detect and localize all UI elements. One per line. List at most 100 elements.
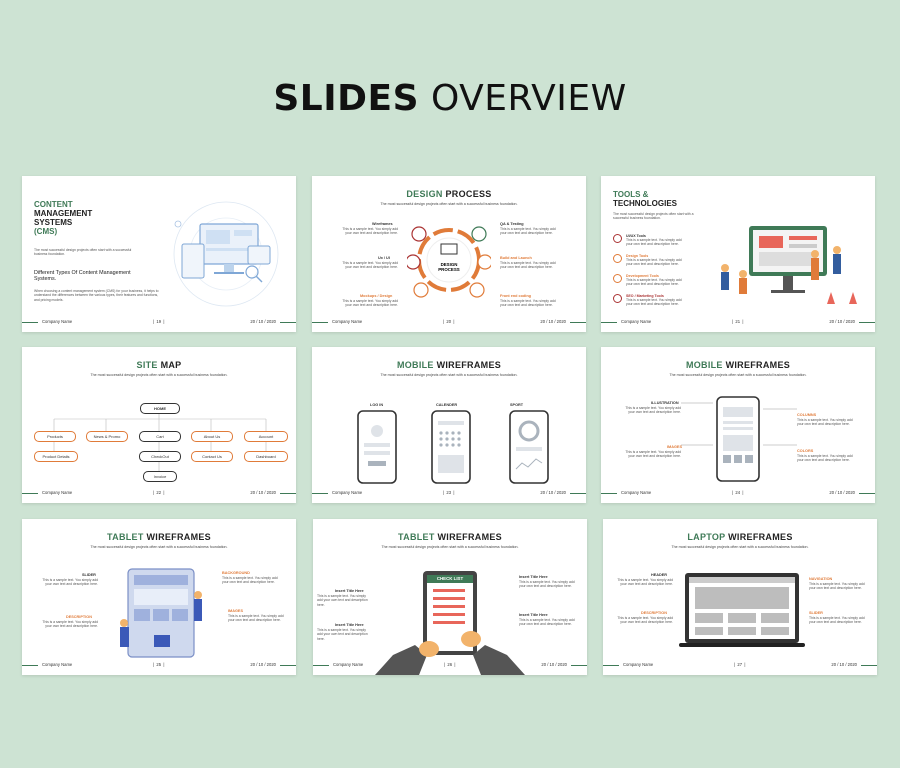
title-line: MANAGEMENT (34, 209, 93, 218)
callout-label: SLIDER (809, 611, 823, 615)
slide-thumbnail-tablet-checklist[interactable]: TABLET WIREFRAMES The most successful de… (313, 519, 587, 675)
callout-label: Insert Title Here (335, 589, 364, 593)
title-line: TECHNOLOGIES (613, 199, 678, 208)
site-map-node: Contact Us (191, 451, 233, 462)
slide-subtitle: The most successful design projects ofte… (613, 212, 694, 221)
footer-date: 20 / 10 / 2020 (831, 662, 857, 667)
callout-text: This is a sample text. You simply add yo… (222, 576, 278, 585)
callout-label: BACKGROUND (222, 571, 250, 575)
callout-label: COLUMNS (797, 413, 817, 417)
slide-thumbnail-tools[interactable]: TOOLS & TECHNOLOGIES The most successful… (601, 176, 875, 332)
page-number: | 21 | (732, 319, 744, 324)
callout-text: This is a sample text. You simply add yo… (617, 616, 673, 625)
slide-footer: Company Name | 27 | 20 / 10 / 2020 (603, 661, 877, 669)
site-map-node: About Us (191, 431, 233, 442)
process-item-text: This is a sample text. You simply add yo… (342, 261, 398, 270)
footer-date: 20 / 10 / 2020 (541, 662, 567, 667)
process-item-text: This is a sample text. You simply add yo… (500, 227, 556, 236)
tool-icon (613, 234, 622, 243)
tool-text: This is a sample text. You simply add yo… (626, 258, 682, 267)
site-map-node: Account (244, 431, 288, 442)
site-map-node: CheckOut (139, 451, 181, 462)
footer-date: 20 / 10 / 2020 (250, 319, 276, 324)
tool-text: This is a sample text. You simply add yo… (626, 278, 682, 287)
site-map-node: Dashboard (244, 451, 288, 462)
slide-subtitle: The most successful design projects ofte… (381, 545, 519, 549)
slide-thumbnail-mobile-wireframes-2[interactable]: MOBILE WIREFRAMES The most successful de… (601, 347, 875, 503)
callout-text: This is a sample text. You simply add yo… (519, 580, 575, 589)
slide-subtitle: The most successful design projects ofte… (671, 545, 809, 549)
site-map-node: Cart (139, 431, 181, 442)
slide-subtitle: The most successful design projects ofte… (669, 373, 807, 377)
slide-footer: Company Name | 22 | 20 / 10 / 2020 (22, 489, 296, 497)
page-number: | 24 | (732, 490, 744, 495)
callout-text: This is a sample text. You simply add yo… (317, 628, 368, 641)
process-item-text: This is a sample text. You simply add yo… (342, 299, 398, 308)
tool-text: This is a sample text. You simply add yo… (626, 238, 682, 247)
tool-text: This is a sample text. You simply add yo… (626, 298, 682, 307)
slide-footer: Company Name | 26 | 20 / 10 / 2020 (313, 661, 587, 669)
footer-company: Company Name (621, 319, 652, 324)
slide-subtitle: The most successful design projects ofte… (90, 373, 228, 377)
footer-company: Company Name (621, 490, 652, 495)
callout-label: Insert Title Here (335, 623, 364, 627)
process-item-label: Mockups / Design (360, 294, 393, 298)
callout-label: HEADER (651, 573, 668, 577)
callout-text: This is a sample text. You simply add yo… (809, 582, 865, 591)
slide-footer: Company Name | 25 | 20 / 10 / 2020 (22, 661, 296, 669)
callout-label: IMAGES (228, 609, 243, 613)
title-line: SYSTEMS (34, 218, 73, 227)
slide-title: SITE MAP (136, 360, 182, 370)
callout-label: NAVIGATION (809, 577, 833, 581)
slide-thumbnail-laptop-wireframes[interactable]: LAPTOP WIREFRAMES The most successful de… (603, 519, 877, 675)
slide-thumbnail-site-map[interactable]: SITE MAP The most successful design proj… (22, 347, 296, 503)
cms-illustration (173, 201, 279, 307)
process-item-text: This is a sample text. You simply add yo… (500, 261, 556, 270)
slide-footer: Company Name | 21 | 20 / 10 / 2020 (601, 318, 875, 326)
process-wheel (407, 226, 491, 298)
slide-thumbnail-design-process[interactable]: DESIGN PROCESS The most successful desig… (312, 176, 586, 332)
process-item-label: Wireframes (372, 222, 393, 226)
process-item-text: This is a sample text. You simply add yo… (342, 227, 398, 236)
page-number: | 20 | (443, 319, 455, 324)
callout-text: This is a sample text. You simply add yo… (809, 616, 865, 625)
phone-mockup (716, 396, 760, 482)
callout-label: SLIDER (82, 573, 96, 577)
callout-text: This is a sample text. You simply add yo… (228, 614, 284, 623)
callout-label: COLORS (797, 449, 814, 453)
process-item-text: This is a sample text. You simply add yo… (500, 299, 556, 308)
slide-subtitle: The most successful design projects ofte… (380, 373, 518, 377)
process-center-label: DESIGN PROCESS (438, 262, 460, 272)
slide-thumbnail-cms[interactable]: CONTENT MANAGEMENT SYSTEMS (CMS) The mos… (22, 176, 296, 332)
title-line: TOOLS & (613, 190, 649, 199)
footer-date: 20 / 10 / 2020 (829, 490, 855, 495)
slide-title: MOBILE WIREFRAMES (685, 360, 791, 370)
tool-icon (613, 294, 622, 303)
process-item-label: QA & Testing (500, 222, 524, 226)
page-title-bold: SLIDES (273, 78, 419, 119)
footer-date: 20 / 10 / 2020 (829, 319, 855, 324)
checklist-header: CHECK LIST (436, 576, 464, 581)
footer-date: 20 / 10 / 2020 (540, 490, 566, 495)
page-number: | 26 | (444, 662, 456, 667)
tool-icon (613, 254, 622, 263)
tool-label: SEO / Marketing Tools (626, 294, 664, 298)
slide-title: CONTENT MANAGEMENT SYSTEMS (CMS) (34, 200, 92, 236)
page-number: | 25 | (153, 662, 165, 667)
page-title-light: OVERVIEW (430, 78, 627, 119)
footer-company: Company Name (332, 319, 363, 324)
laptop-illustration (679, 573, 805, 647)
slide-heading: Different Types Of Content Management Sy… (34, 270, 131, 283)
page-number: | 22 | (153, 490, 165, 495)
phone-label: CALENDER (436, 403, 458, 407)
slide-subtitle: The most successful design projects ofte… (380, 202, 518, 206)
footer-date: 20 / 10 / 2020 (540, 319, 566, 324)
title-line: (CMS) (34, 227, 58, 236)
slide-thumbnail-mobile-wireframes[interactable]: MOBILE WIREFRAMES The most successful de… (312, 347, 586, 503)
slide-thumbnail-tablet-wireframes[interactable]: TABLET WIREFRAMES The most successful de… (22, 519, 296, 675)
slide-subtitle: The most successful design projects ofte… (90, 545, 228, 549)
callout-label: DESCRIPTION (66, 615, 92, 619)
slide-body: When choosing a content management syste… (34, 289, 159, 302)
tool-label: Development Tools (626, 274, 659, 278)
page-title: SLIDES OVERVIEW (0, 78, 900, 119)
